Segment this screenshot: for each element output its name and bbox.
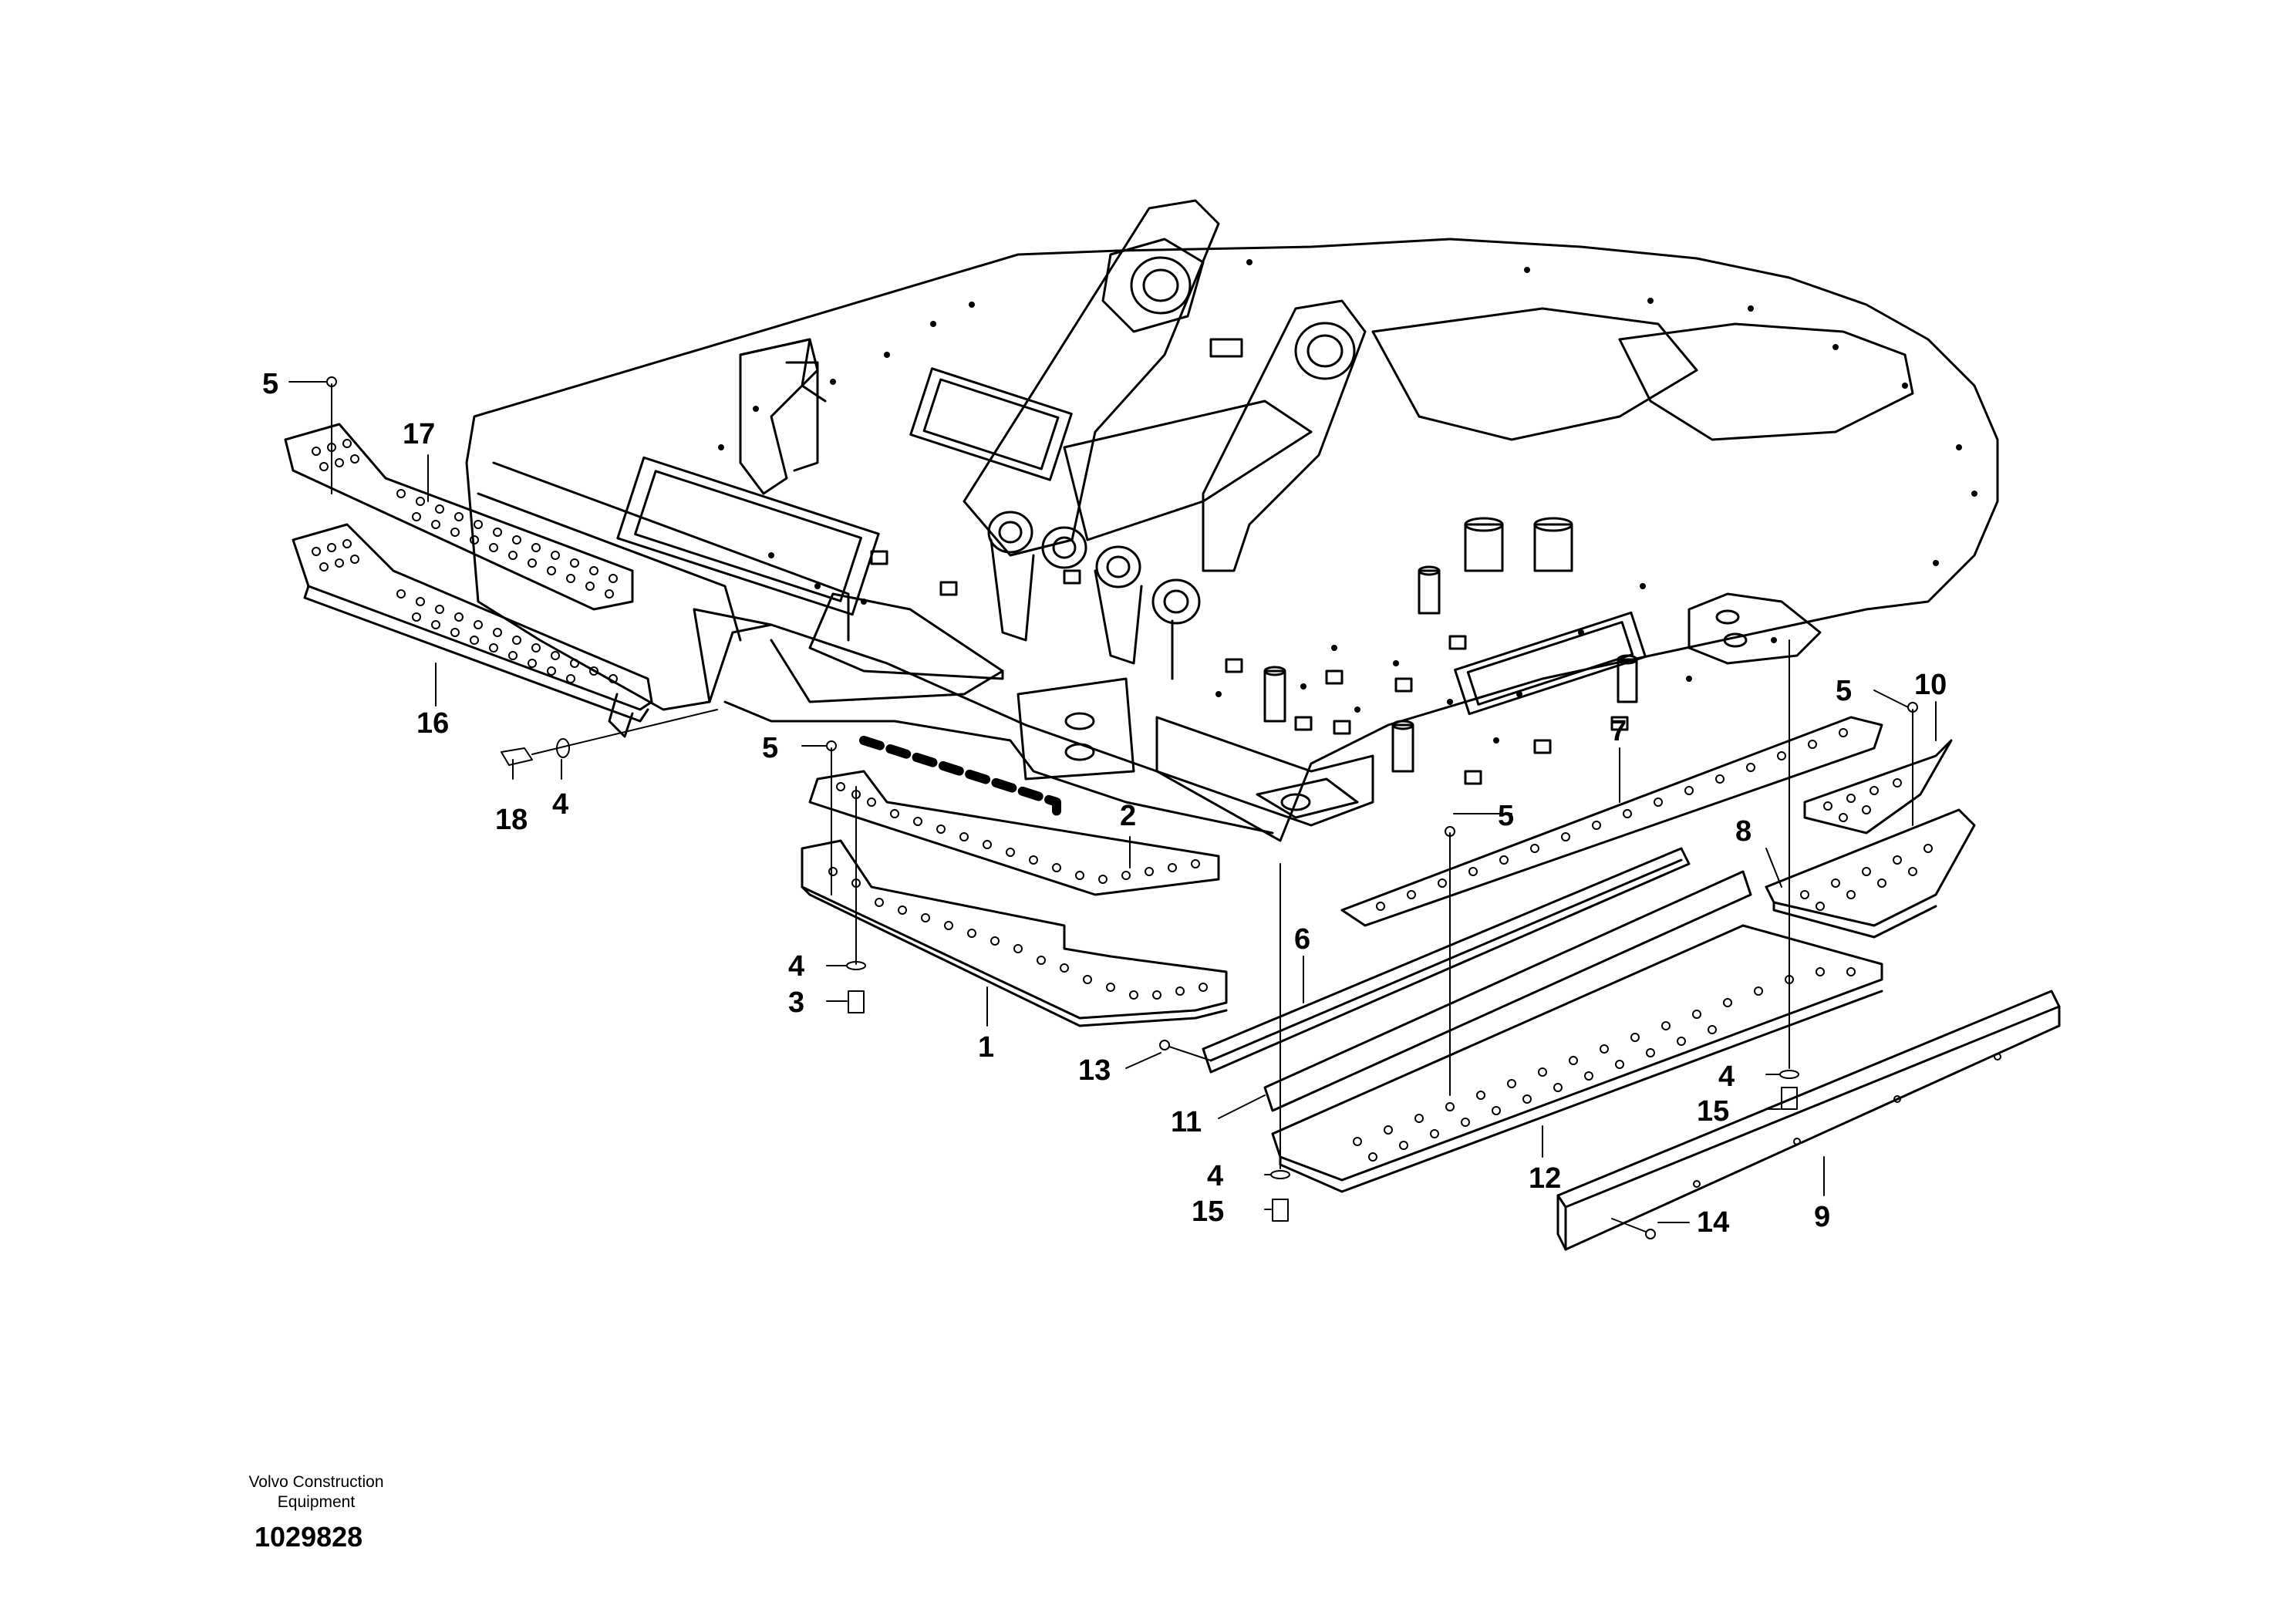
callout-13: 13 bbox=[1078, 1054, 1111, 1087]
callout-17: 17 bbox=[403, 418, 435, 450]
fasteners bbox=[326, 376, 2001, 1239]
perforation-pattern-7 bbox=[1376, 728, 1848, 911]
callout-4: 4 bbox=[552, 788, 568, 821]
trim-strip-11 bbox=[1263, 870, 1752, 1112]
callout-6: 6 bbox=[1294, 923, 1310, 956]
step-plate-10 bbox=[1803, 739, 1953, 835]
callout-9: 9 bbox=[1814, 1201, 1830, 1233]
side-rail-9 bbox=[1556, 990, 2061, 1251]
upper-frame bbox=[465, 199, 1999, 842]
callout-8: 8 bbox=[1735, 815, 1752, 848]
rubber-strip bbox=[859, 736, 1061, 822]
leader-lines bbox=[288, 381, 1937, 1223]
perforation-pattern-12 bbox=[1353, 967, 1856, 1162]
callout-5: 5 bbox=[262, 368, 278, 400]
step-plate-16 bbox=[292, 523, 653, 738]
callout-10: 10 bbox=[1914, 669, 1947, 701]
cylinders bbox=[1263, 517, 1638, 773]
callout-12: 12 bbox=[1529, 1162, 1561, 1195]
perforation-pattern-2 bbox=[836, 782, 1200, 884]
callout-5: 5 bbox=[1498, 800, 1514, 832]
callout-4: 4 bbox=[1207, 1160, 1223, 1192]
perforation-pattern-8-10 bbox=[1800, 778, 1933, 911]
callout-16: 16 bbox=[416, 707, 449, 740]
callout-7: 7 bbox=[1610, 715, 1627, 747]
step-plate-17 bbox=[284, 423, 634, 611]
document-number: 1029828 bbox=[255, 1521, 363, 1553]
callout-15: 15 bbox=[1697, 1095, 1729, 1128]
callout-18: 18 bbox=[495, 804, 528, 836]
callout-11: 11 bbox=[1171, 1106, 1202, 1138]
callout-1: 1 bbox=[978, 1031, 994, 1064]
callout-5: 5 bbox=[762, 732, 778, 764]
step-plate-2 bbox=[808, 770, 1220, 896]
callout-5: 5 bbox=[1836, 675, 1852, 707]
brand-name: Volvo Construction bbox=[248, 1473, 384, 1491]
trim-strip-6 bbox=[1202, 847, 1691, 1074]
step-plate-7 bbox=[1340, 716, 1883, 927]
callout-3: 3 bbox=[788, 986, 804, 1019]
step-plate-8 bbox=[1765, 808, 1976, 939]
boom-mount bbox=[963, 199, 1367, 680]
brand-name-line2: Equipment bbox=[277, 1493, 356, 1511]
perforation-pattern-17 bbox=[312, 439, 618, 599]
callout-2: 2 bbox=[1120, 800, 1136, 832]
callout-labels: 5 17 16 18 4 5 2 4 3 1 7 5 6 13 11 4 15 … bbox=[262, 368, 1947, 1239]
callout-4: 4 bbox=[788, 950, 804, 983]
callout-14: 14 bbox=[1697, 1206, 1729, 1239]
step-plate-1 bbox=[801, 839, 1228, 1027]
perforation-pattern-16 bbox=[312, 539, 618, 683]
callout-4: 4 bbox=[1718, 1061, 1735, 1093]
perforation-pattern-1 bbox=[828, 867, 1208, 1000]
callout-15: 15 bbox=[1192, 1195, 1224, 1228]
